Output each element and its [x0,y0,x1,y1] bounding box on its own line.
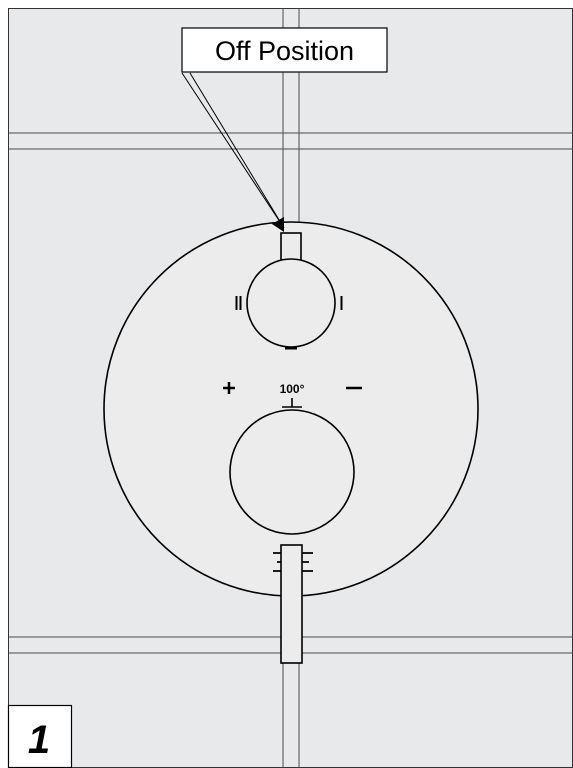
thermostatic-knob[interactable] [229,409,355,535]
flow-position-marks [235,296,343,310]
thermostatic-handle[interactable] [229,409,355,535]
off-position-label: Off Position [215,36,354,66]
step-number: 1 [28,718,50,762]
temperature-label: 100° [280,382,305,396]
lever-handle[interactable] [280,544,303,664]
leader-line-1 [181,72,285,229]
callout-arrowhead [272,217,284,232]
diverter-handle[interactable] [246,232,336,350]
step-number-box [7,704,73,768]
callout-box [181,27,388,73]
diverter-knob[interactable] [246,258,336,348]
leader-line-2 [189,72,285,229]
temperature-scale: 100° [223,382,362,408]
callout-leader [181,72,285,229]
